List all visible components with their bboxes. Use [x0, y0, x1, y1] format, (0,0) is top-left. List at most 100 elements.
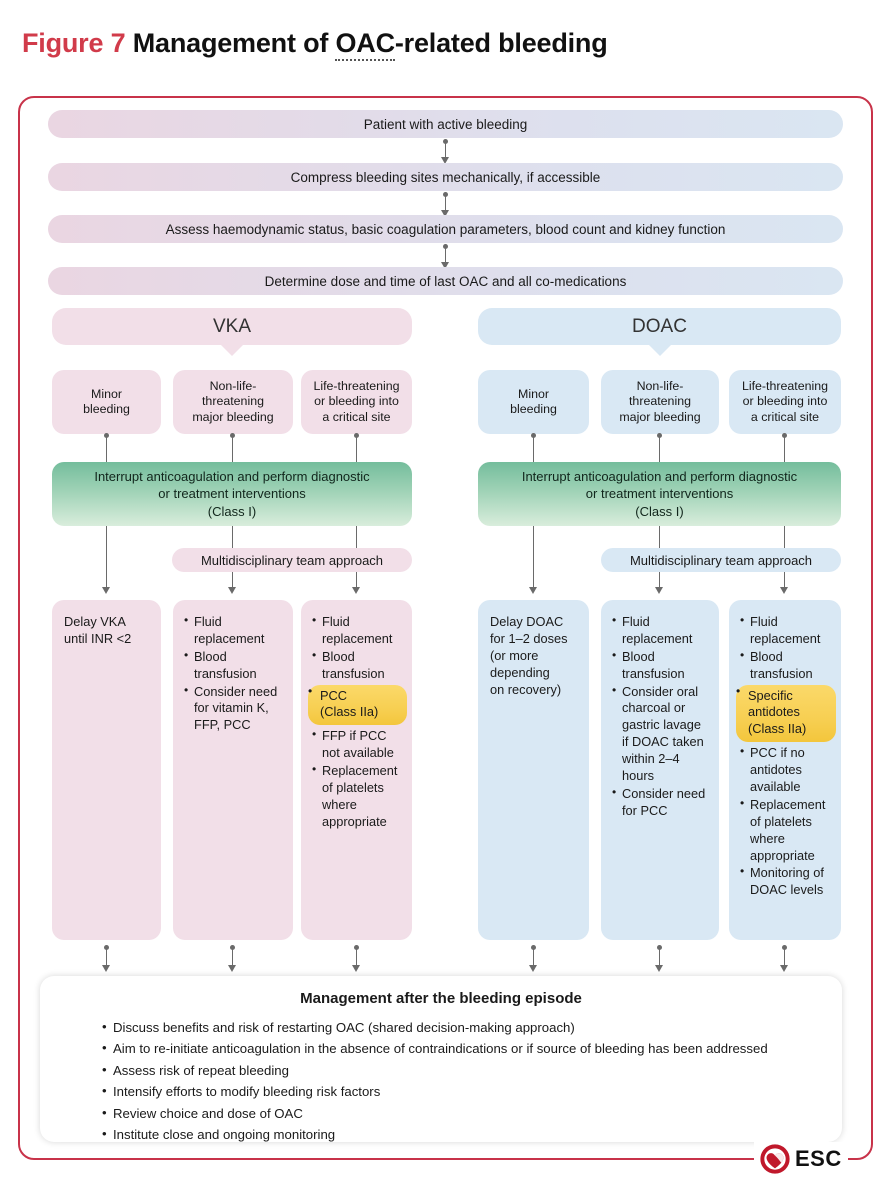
connector-vka-col2-arrow [228, 587, 236, 594]
connector-2-line [445, 193, 447, 213]
list-item: FFP if PCC not available [312, 727, 402, 762]
figure-title-before: Management of [132, 28, 336, 58]
treatment-vka-nonlife-list: Fluid replacement Blood transfusion Cons… [184, 613, 283, 735]
connector-out-doac1-arrow [529, 965, 537, 972]
treatment-column-doac-lifethreat: Fluid replacement Blood transfusion Spec… [729, 600, 841, 940]
connector-vka-sev3-dot [354, 433, 359, 438]
connector-1-dot [443, 139, 448, 144]
connector-doac-col1-arrow [529, 587, 537, 594]
connector-vka-col1 [106, 526, 108, 589]
mdt-vka-label: Multidisciplinary team approach [200, 552, 384, 568]
flow-step-2-label: Compress bleeding sites mechanically, if… [290, 169, 601, 185]
list-item: Blood transfusion [184, 648, 283, 683]
flow-step-4: Determine dose and time of last OAC and … [48, 267, 843, 295]
list-item: Replacement of platelets where appropria… [312, 762, 402, 831]
connector-out-vka3 [356, 947, 358, 967]
list-item: Blood transfusion [612, 648, 709, 683]
severity-box-doac-minor: Minor bleeding [478, 370, 589, 434]
treatment-doac-nonlife-list: Fluid replacement Blood transfusion Cons… [612, 613, 709, 820]
branch-header-vka-label: VKA [212, 315, 252, 337]
connector-out-doac1 [533, 947, 535, 967]
connector-out-doac3 [784, 947, 786, 967]
connector-doac-sev3 [784, 434, 786, 462]
connector-3-dot [443, 244, 448, 249]
flow-step-3-label: Assess haemodynamic status, basic coagul… [165, 221, 726, 237]
flow-step-1-label: Patient with active bleeding [363, 116, 528, 132]
intervention-doac-line1: Interrupt anticoagulation and perform di… [521, 468, 798, 484]
severity-box-vka-minor: Minor bleeding [52, 370, 161, 434]
connector-2-arrow [441, 210, 449, 217]
treatment-column-doac-nonlife: Fluid replacement Blood transfusion Cons… [601, 600, 719, 940]
esc-logo: ESC [754, 1142, 848, 1176]
list-item: Fluid replacement [184, 613, 283, 648]
connector-doac-col3-arrow [780, 587, 788, 594]
severity-box-doac-nonlife: Non-life- threatening major bleeding [601, 370, 719, 434]
connector-out-vka2 [232, 947, 234, 967]
figure-number: Figure 7 [22, 28, 126, 58]
connector-doac-sev2 [659, 434, 661, 462]
highlighted-recommendation-antidotes: Specific antidotes (Class IIa) [736, 684, 836, 743]
flow-step-1: Patient with active bleeding [48, 110, 843, 138]
list-item: PCC if no antidotes available [740, 744, 831, 796]
connector-vka-sev3 [356, 434, 358, 462]
list-item: Consider need for PCC [612, 785, 709, 820]
connector-doac-col1 [533, 526, 535, 589]
figure-title-oac: OAC [335, 28, 395, 61]
flow-step-2: Compress bleeding sites mechanically, if… [48, 163, 843, 191]
summary-item: Institute close and ongoing monitoring [102, 1123, 822, 1145]
intervention-vka-line3: (Class I) [207, 503, 257, 519]
mdt-box-doac: Multidisciplinary team approach [601, 548, 841, 572]
list-item: Replacement of platelets where appropria… [740, 796, 831, 865]
mdt-box-vka: Multidisciplinary team approach [172, 548, 412, 572]
connector-vka-col1-arrow [102, 587, 110, 594]
treatment-vka-minor-text: Delay VKA until INR <2 [64, 614, 132, 646]
connector-3-arrow [441, 262, 449, 269]
treatment-column-vka-nonlife: Fluid replacement Blood transfusion Cons… [173, 600, 293, 940]
treatment-doac-lifethreat-list: Fluid replacement Blood transfusion Spec… [736, 613, 836, 899]
connector-vka-sev1-dot [104, 433, 109, 438]
connector-vka-sev1 [106, 434, 108, 462]
list-item: Blood transfusion [740, 648, 831, 683]
treatment-column-vka-lifethreat: Fluid replacement Blood transfusion PCC … [301, 600, 412, 940]
connector-out-vka2-arrow [228, 965, 236, 972]
connector-out-doac2 [659, 947, 661, 967]
summary-item: Aim to re-initiate anticoagulation in th… [102, 1037, 822, 1059]
connector-vka-sev2-dot [230, 433, 235, 438]
connector-out-vka3-arrow [352, 965, 360, 972]
page-title: Figure 7 Management of OAC-related bleed… [22, 28, 608, 61]
connector-vka-sev2 [232, 434, 234, 462]
esc-logo-text: ESC [795, 1146, 842, 1171]
list-item: Consider need for vitamin K, FFP, PCC [184, 683, 283, 735]
highlighted-recommendation-pcc: PCC (Class IIa) [308, 684, 407, 726]
connector-out-vka1-arrow [102, 965, 110, 972]
heart-icon [760, 1144, 790, 1174]
treatment-column-vka-minor: Delay VKA until INR <2 [52, 600, 161, 940]
severity-box-vka-lifethreat: Life-threatening or bleeding into a crit… [301, 370, 412, 434]
connector-doac-sev2-dot [657, 433, 662, 438]
summary-item: Review choice and dose of OAC [102, 1101, 822, 1124]
list-item: Fluid replacement [612, 613, 709, 648]
connector-3-line [445, 245, 447, 265]
summary-list: Discuss benefits and risk of restarting … [60, 1016, 822, 1145]
connector-1-arrow [441, 157, 449, 164]
branch-header-doac-tab [648, 345, 671, 356]
severity-box-vka-nonlife: Non-life- threatening major bleeding [173, 370, 293, 434]
mdt-doac-label: Multidisciplinary team approach [629, 552, 813, 568]
connector-vka-col3-arrow [352, 587, 360, 594]
flow-step-4-label: Determine dose and time of last OAC and … [264, 273, 627, 289]
branch-header-doac-label: DOAC [632, 315, 687, 337]
list-item: Blood transfusion [312, 648, 402, 683]
summary-item: Intensify efforts to modify bleeding ris… [102, 1080, 822, 1102]
summary-item: Discuss benefits and risk of restarting … [102, 1016, 822, 1038]
connector-doac-sev1 [533, 434, 535, 462]
connector-out-doac3-arrow [780, 965, 788, 972]
summary-heading: Management after the bleeding episode [300, 990, 582, 1007]
figure-title-after: -related bleeding [394, 28, 608, 58]
connector-doac-sev3-dot [782, 433, 787, 438]
intervention-vka-line1: Interrupt anticoagulation and perform di… [94, 468, 370, 484]
intervention-box-doac: Interrupt anticoagulation and perform di… [478, 462, 841, 526]
flow-step-3: Assess haemodynamic status, basic coagul… [48, 215, 843, 243]
summary-box: Management after the bleeding episode Di… [40, 976, 842, 1145]
connector-out-vka1 [106, 947, 108, 967]
connector-doac-col2-arrow [655, 587, 663, 594]
